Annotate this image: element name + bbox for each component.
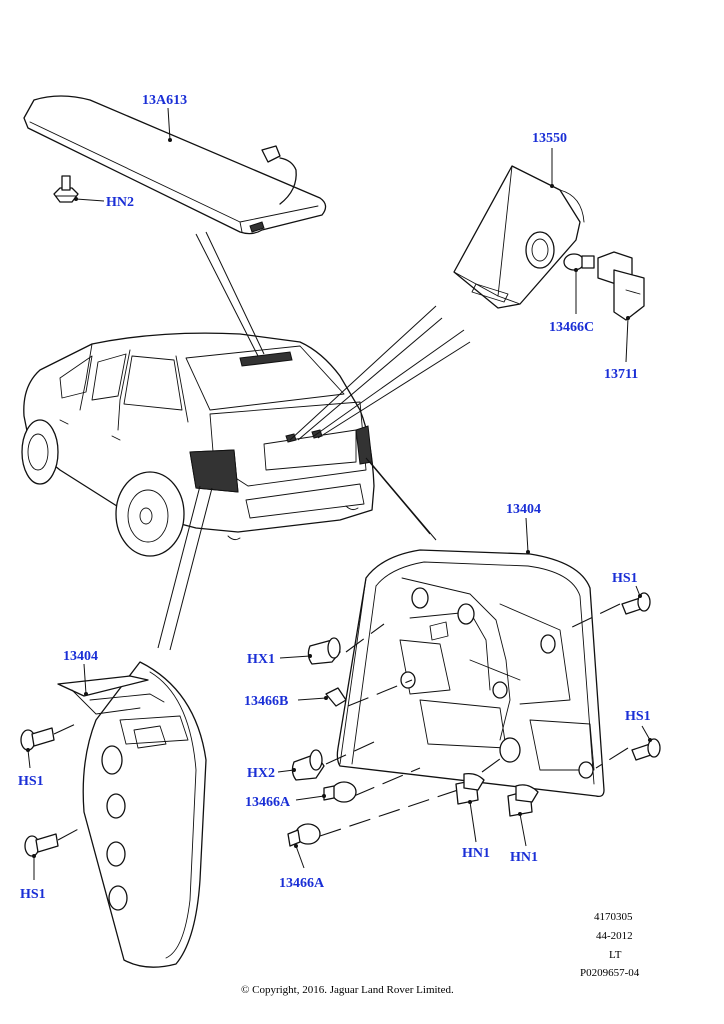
bulb-13466a-upper[interactable] bbox=[323, 781, 357, 803]
bulb-13466c[interactable] bbox=[563, 253, 595, 271]
label-hs1-d: HS1 bbox=[20, 887, 46, 902]
label-hs1-a: HS1 bbox=[612, 571, 638, 586]
label-rear-lamp-inner: 13404 bbox=[63, 649, 98, 664]
label-socket: 13711 bbox=[604, 367, 638, 382]
holder-hx1[interactable] bbox=[307, 637, 341, 665]
screw-hs1-right-lower[interactable] bbox=[631, 738, 661, 761]
meta-line-1: 4170305 bbox=[594, 911, 633, 923]
nut-hn2[interactable] bbox=[53, 175, 79, 203]
meta-line-3: LT bbox=[609, 949, 622, 961]
holder-hn1-b[interactable] bbox=[507, 784, 539, 817]
lamp-module[interactable] bbox=[453, 165, 585, 309]
label-bulb-a2: 13466A bbox=[279, 876, 325, 891]
high-mounted-stop-lamp[interactable] bbox=[23, 95, 327, 235]
label-hn1-b: HN1 bbox=[510, 850, 538, 865]
rear-lamp-side-view[interactable] bbox=[57, 661, 207, 968]
screw-hs1-left-upper[interactable] bbox=[20, 721, 81, 751]
label-hx2: HX2 bbox=[247, 766, 275, 781]
screw-hs1-right-upper[interactable] bbox=[621, 592, 651, 615]
label-stop-lamp: 13A613 bbox=[142, 93, 187, 108]
label-bulb-c: 13466C bbox=[549, 320, 594, 335]
label-hn1-a: HN1 bbox=[462, 846, 490, 861]
label-rear-lamp: 13404 bbox=[506, 502, 541, 517]
label-hs1-b: HS1 bbox=[625, 709, 651, 724]
screw-hs1-left-lower[interactable] bbox=[24, 825, 85, 857]
holder-hx2[interactable] bbox=[291, 749, 325, 781]
meta-line-4: P0209657-04 bbox=[580, 967, 640, 979]
label-bulb-b: 13466B bbox=[244, 694, 288, 709]
copyright: © Copyright, 2016. Jaguar Land Rover Lim… bbox=[241, 984, 454, 996]
rear-lamp-assembly[interactable] bbox=[336, 549, 605, 798]
label-hx1: HX1 bbox=[247, 652, 275, 667]
bulb-13466a-lower[interactable] bbox=[287, 823, 321, 847]
meta-line-2: 44-2012 bbox=[596, 930, 633, 942]
socket-13711[interactable] bbox=[597, 251, 645, 321]
holder-hn1-a[interactable] bbox=[455, 772, 485, 805]
vehicle-illustration bbox=[21, 332, 375, 557]
label-hs1-c: HS1 bbox=[18, 774, 44, 789]
label-lamp-module: 13550 bbox=[532, 131, 567, 146]
label-hn2: HN2 bbox=[106, 195, 134, 210]
label-bulb-a1: 13466A bbox=[245, 795, 291, 810]
bulb-13466b[interactable] bbox=[325, 687, 347, 707]
